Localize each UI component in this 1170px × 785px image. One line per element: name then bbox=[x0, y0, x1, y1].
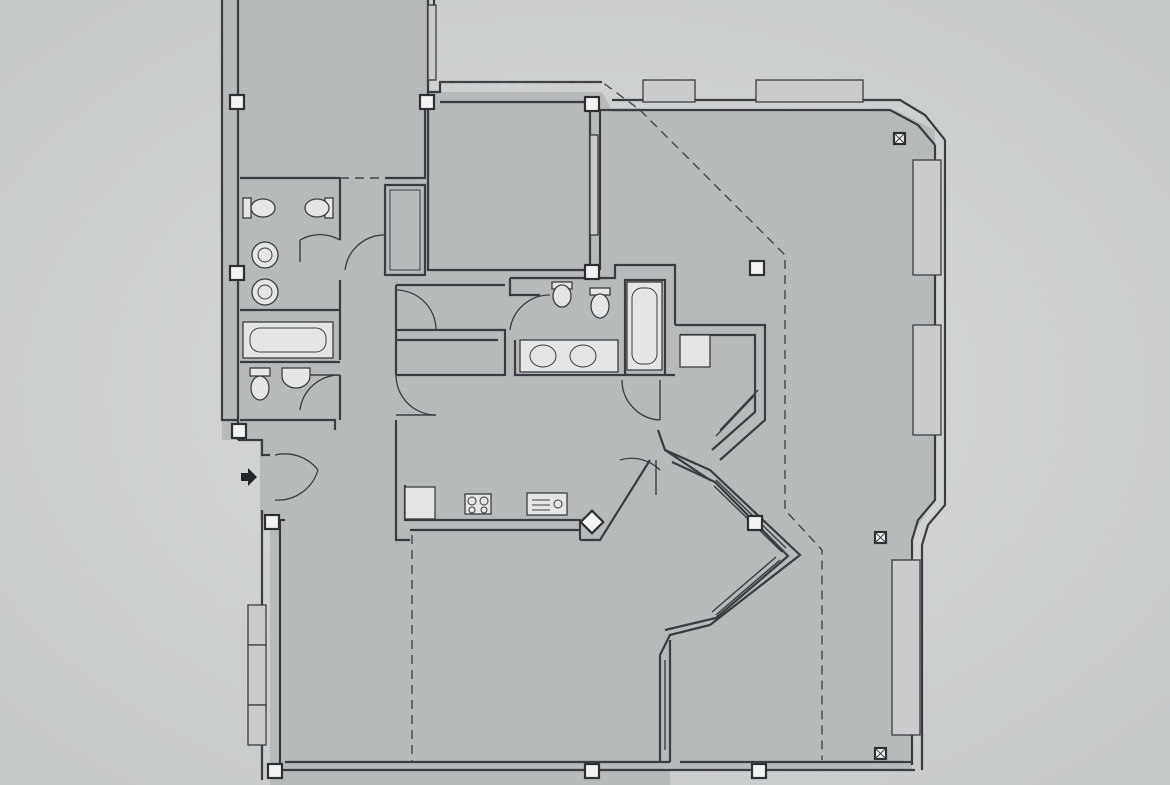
structural-column-icon bbox=[746, 514, 764, 532]
structural-column-icon bbox=[873, 530, 888, 545]
hob-icon bbox=[464, 493, 492, 515]
structural-columns bbox=[228, 93, 907, 780]
structural-column-icon bbox=[228, 93, 246, 111]
structural-column-icon bbox=[892, 131, 907, 146]
toilet-icon bbox=[551, 281, 573, 308]
structural-column-icon bbox=[873, 746, 888, 761]
structural-column-icon bbox=[228, 264, 246, 282]
structural-column-icon bbox=[583, 95, 601, 113]
closet bbox=[389, 189, 421, 271]
fixtures bbox=[242, 189, 711, 520]
structural-column-icon bbox=[230, 422, 248, 440]
appliance-box bbox=[404, 486, 436, 520]
door-swings bbox=[274, 233, 661, 501]
windows bbox=[247, 4, 942, 750]
structural-column-icon bbox=[748, 259, 766, 277]
wash-basin-icon bbox=[251, 278, 279, 306]
toilet-icon bbox=[589, 287, 611, 319]
appliance-box bbox=[679, 334, 711, 368]
kitchen-sink-icon bbox=[526, 492, 568, 516]
bathtub-icon bbox=[626, 281, 663, 371]
toilet-icon bbox=[304, 197, 334, 219]
structural-column-icon bbox=[263, 513, 281, 531]
wash-basin-icon bbox=[281, 367, 311, 389]
structural-column-icon bbox=[583, 762, 601, 780]
structural-column-icon bbox=[750, 762, 768, 780]
entrance-arrow-icon bbox=[241, 468, 257, 486]
dashed-boundaries bbox=[340, 81, 823, 762]
structural-column-icon bbox=[579, 509, 605, 535]
wash-basin-icon bbox=[519, 339, 619, 373]
toilet-icon bbox=[249, 367, 271, 401]
wash-basin-icon bbox=[251, 241, 279, 269]
structural-column-icon bbox=[418, 93, 436, 111]
toilet-icon bbox=[242, 197, 276, 219]
structural-column-icon bbox=[266, 762, 284, 780]
floor-area bbox=[222, 0, 935, 785]
bathtub-icon bbox=[242, 321, 334, 359]
structural-column-icon bbox=[583, 263, 601, 281]
